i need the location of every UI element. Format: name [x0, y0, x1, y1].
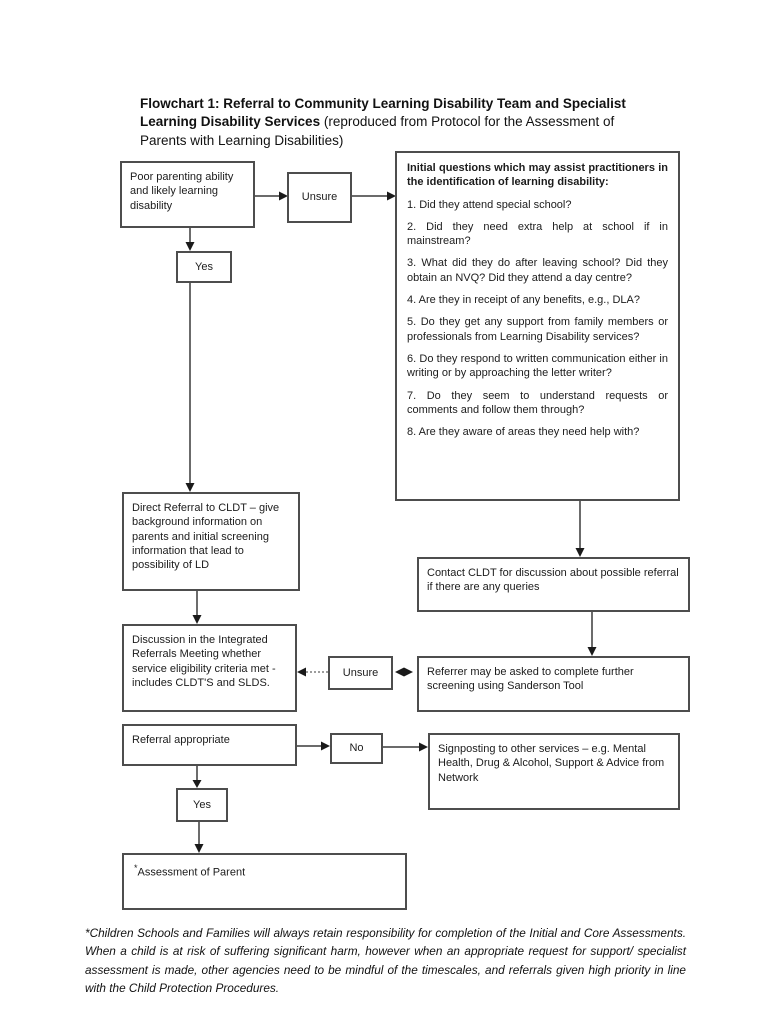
arrow-direct-to-discussion — [192, 591, 202, 624]
node-assessment-label: Assessment of Parent — [137, 866, 246, 879]
node-unsure-top: Unsure — [287, 172, 352, 223]
node-yes-top-label: Yes — [195, 260, 213, 273]
arrow-no-to-signposting — [383, 742, 428, 752]
node-signposting: Signposting to other services – e.g. Men… — [428, 733, 680, 810]
node-contact-cldt-label: Contact CLDT for discussion about possib… — [427, 567, 679, 594]
arrow-unsure-referrer-double — [395, 667, 413, 677]
node-assessment-of-parent: *Assessment of Parent — [122, 853, 407, 910]
initial-questions-heading: Initial questions which may assist pract… — [407, 162, 668, 189]
node-discussion-meeting-label: Discussion in the Integrated Referrals M… — [132, 634, 276, 689]
question-item: 8. Are they aware of areas they need hel… — [407, 426, 640, 439]
title-bold: Flowchart 1: Referral to Community Learn… — [140, 96, 626, 130]
node-no-label: No — [349, 742, 364, 755]
arrow-poor-to-yes — [185, 228, 195, 251]
node-unsure-mid-label: Unsure — [342, 666, 379, 679]
node-discussion-meeting: Discussion in the Integrated Referrals M… — [122, 624, 297, 712]
arrow-poor-to-unsure — [255, 191, 288, 201]
arrow-contact-to-referrer — [587, 612, 597, 656]
node-referrer-screening: Referrer may be asked to complete furthe… — [417, 656, 690, 712]
arrow-yes-to-direct-referral — [185, 283, 195, 492]
question-item: 3. What did they do after leaving school… — [407, 257, 668, 284]
node-signposting-label: Signposting to other services – e.g. Men… — [438, 743, 665, 784]
node-no: No — [330, 733, 383, 764]
title-normal: (reproduced from Protocol for the Assess… — [140, 114, 615, 148]
assessment-asterisk: * — [134, 863, 138, 873]
node-initial-questions: Initial questions which may assist pract… — [395, 151, 680, 501]
node-direct-referral-label: Direct Referral to CLDT – give backgroun… — [132, 502, 280, 572]
node-referral-appropriate: Referral appropriate — [122, 724, 297, 766]
arrow-unsure-to-discussion — [297, 667, 328, 677]
footnote: *Children Schools and Families will alwa… — [85, 926, 686, 995]
arrow-yes-to-assessment — [194, 822, 204, 853]
node-direct-referral: Direct Referral to CLDT – give backgroun… — [122, 492, 300, 591]
node-referrer-screening-label: Referrer may be asked to complete furthe… — [427, 666, 634, 693]
arrow-referral-to-yes — [192, 766, 202, 788]
node-yes-top: Yes — [176, 251, 232, 283]
node-contact-cldt: Contact CLDT for discussion about possib… — [417, 557, 690, 612]
question-item: 5. Do they get any support from family m… — [407, 316, 668, 343]
arrow-referral-to-no — [297, 741, 330, 751]
question-item: 7. Do they seem to understand requests o… — [407, 389, 668, 416]
question-item: 2. Did they need extra help at school if… — [407, 220, 668, 248]
node-yes-bottom: Yes — [176, 788, 228, 822]
node-poor-parenting: Poor parenting ability and likely learni… — [120, 161, 255, 228]
arrow-questions-to-contact — [575, 501, 585, 557]
question-item: 6. Do they respond to written communicat… — [407, 352, 668, 380]
node-unsure-mid: Unsure — [328, 656, 393, 690]
node-referral-appropriate-label: Referral appropriate — [132, 734, 230, 746]
node-poor-parenting-label: Poor parenting ability and likely learni… — [130, 171, 234, 212]
question-item: 4. Are they in receipt of any benefits, … — [407, 294, 640, 307]
arrow-unsure-to-questions — [352, 191, 396, 201]
page-title: Flowchart 1: Referral to Community Learn… — [140, 95, 656, 150]
node-unsure-top-label: Unsure — [301, 191, 338, 204]
question-item: 1. Did they attend special school? — [407, 198, 572, 211]
node-yes-bottom-label: Yes — [193, 798, 211, 811]
